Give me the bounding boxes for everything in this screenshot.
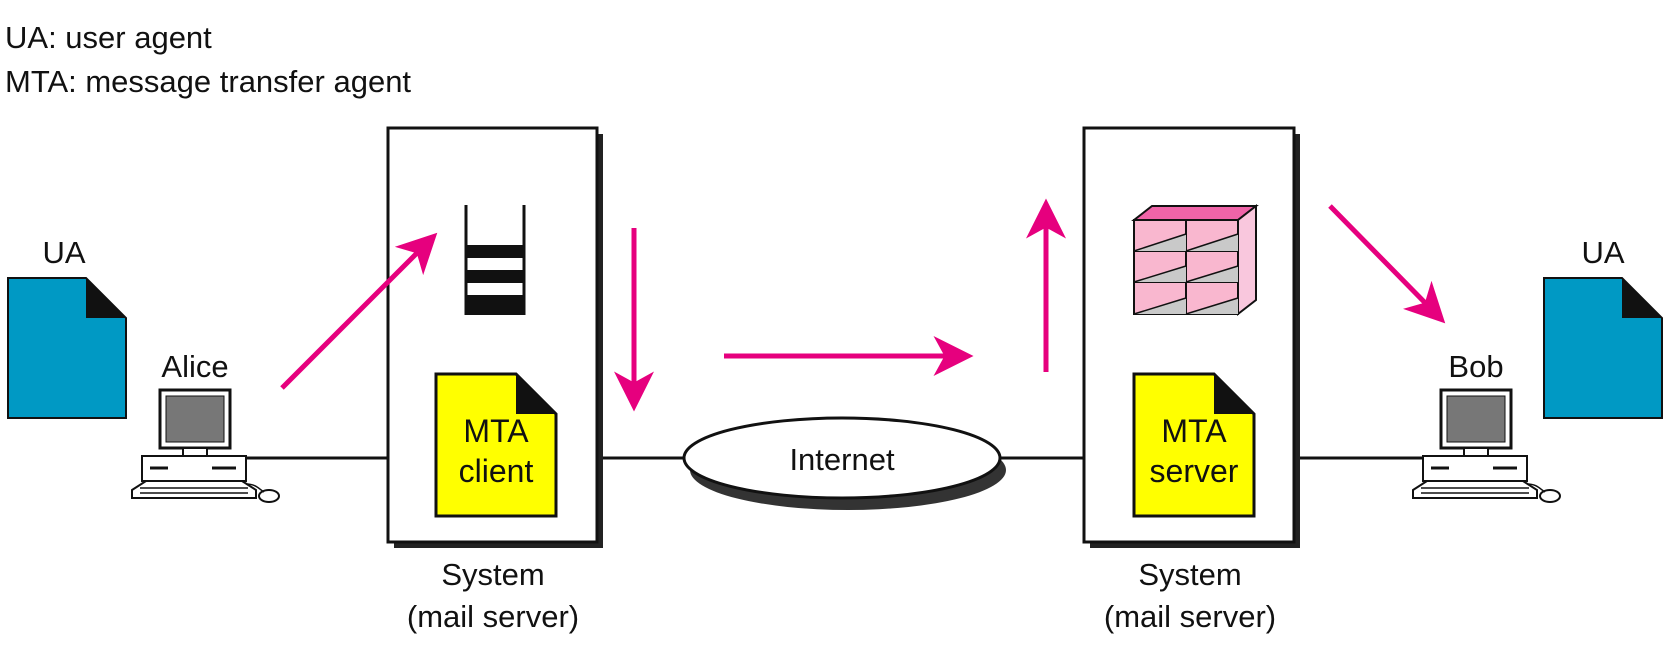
mta-server-document: MTA server <box>1132 372 1256 518</box>
mta-server-label-line1: MTA <box>1161 413 1227 449</box>
computer-icon <box>1412 388 1561 503</box>
mailbox-icon <box>1131 203 1259 317</box>
bob-computer: Bob <box>1412 349 1561 503</box>
right-mail-server-system: MTA server System (mail server) <box>1082 126 1300 634</box>
internet-label: Internet <box>789 442 895 477</box>
message-queue-icon <box>464 205 526 315</box>
flow-arrow-alice-to-queue <box>280 232 438 390</box>
alice-computer: Alice <box>131 349 280 503</box>
right-ua-document: UA <box>1543 235 1663 419</box>
computer-icon <box>131 388 280 503</box>
left-ua-label: UA <box>42 235 85 270</box>
mta-server-label-line2: server <box>1150 453 1239 489</box>
bob-label: Bob <box>1448 349 1503 384</box>
flow-arrow-mailbox-to-bob <box>1328 204 1446 324</box>
mta-client-document: MTA client <box>434 372 558 518</box>
left-ua-document: UA <box>7 235 127 419</box>
mta-client-label-line1: MTA <box>463 413 529 449</box>
left-mail-server-system: MTA client System (mail server) <box>386 126 603 634</box>
legend-mta: MTA: message transfer agent <box>5 64 411 99</box>
left-system-label: System <box>441 557 544 592</box>
alice-label: Alice <box>161 349 228 384</box>
left-system-sublabel: (mail server) <box>407 599 579 634</box>
right-system-label: System <box>1138 557 1241 592</box>
internet-cloud: Internet <box>682 416 1006 510</box>
mta-client-label-line2: client <box>459 453 534 489</box>
right-system-sublabel: (mail server) <box>1104 599 1276 634</box>
legend-ua: UA: user agent <box>5 20 212 55</box>
right-ua-label: UA <box>1581 235 1624 270</box>
